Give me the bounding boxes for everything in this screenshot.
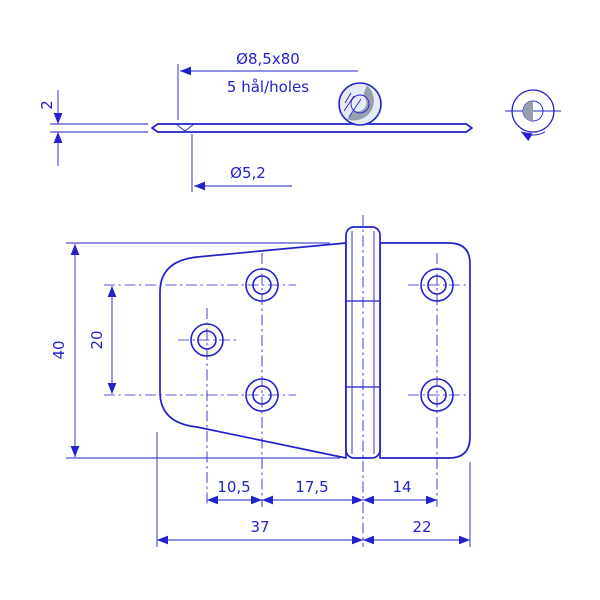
barrel-shading-line xyxy=(351,231,375,454)
hole-offset-label: 10,5 xyxy=(217,478,250,496)
plate-cross-section xyxy=(151,123,473,133)
dim-hole-offset: 10,5 xyxy=(207,478,262,505)
left-leaf-width-label: 37 xyxy=(250,518,269,536)
pin-to-hole-label: 14 xyxy=(392,478,411,496)
section-hatching xyxy=(343,92,362,118)
dim-overall-height: 40 xyxy=(50,242,340,459)
knuckle-section-fill xyxy=(347,85,374,121)
symbol-half-fill xyxy=(523,101,533,121)
left-leaf xyxy=(159,242,347,459)
right-leaf-width-label: 22 xyxy=(412,518,431,536)
dim-hole-spacing: 20 xyxy=(88,286,117,394)
rotation-arrow xyxy=(520,131,546,142)
note-countersink: Ø8,5x80 5 hål/holes xyxy=(177,50,358,120)
hinge-side-view: 2 Ø8,5x80 5 hål/holes Ø5,2 xyxy=(38,50,561,192)
dim-left-leaf-width: 37 xyxy=(156,432,471,547)
extension-line xyxy=(50,123,148,133)
hole-diameter-label: Ø5,2 xyxy=(230,164,266,182)
extension-line xyxy=(156,432,471,547)
dim-hole-to-pin: 17,5 xyxy=(262,478,363,505)
countersink-note-label: Ø8,5x80 xyxy=(236,50,300,68)
hinge-plan-view: 40 20 10,5 17,5 14 37 22 xyxy=(50,215,471,547)
dim-right-leaf-width: 22 xyxy=(363,518,470,545)
dim-thickness-label: 2 xyxy=(38,100,56,110)
hole-spacing-label: 20 xyxy=(88,330,106,349)
holes-note-label: 5 hål/holes xyxy=(227,78,309,96)
countersink-mark xyxy=(175,123,195,132)
overall-height-label: 40 xyxy=(50,340,68,359)
pin-circle xyxy=(350,94,370,114)
extension-line xyxy=(66,242,340,459)
dim-pin-to-hole: 14 xyxy=(363,478,437,505)
hole-to-pin-label: 17,5 xyxy=(295,478,328,496)
dim-hole-diameter: Ø5,2 xyxy=(191,134,292,192)
symbol-outer-circle xyxy=(511,89,555,133)
dim-thickness: 2 xyxy=(38,90,148,166)
projection-symbol xyxy=(505,89,561,142)
